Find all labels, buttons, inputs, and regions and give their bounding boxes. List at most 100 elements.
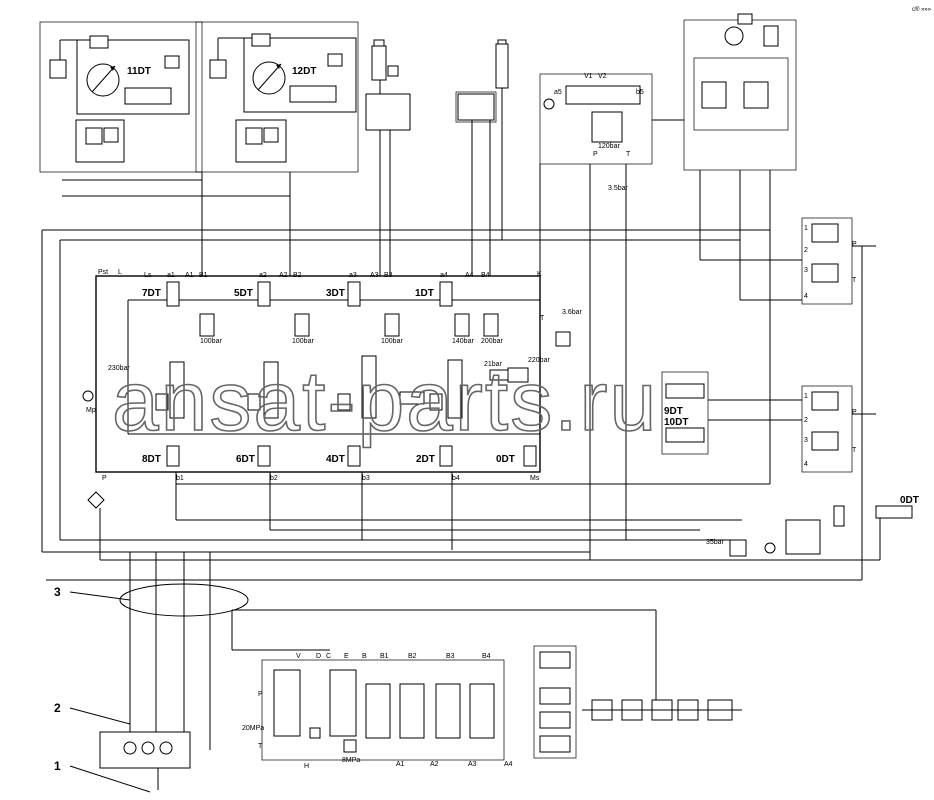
bottom-port-b3: B3 bbox=[446, 653, 455, 660]
lower-valve-0dt: 0DT bbox=[496, 445, 537, 467]
relief-120bar: 120bar bbox=[598, 143, 620, 150]
valve-label-4dt: 4DT bbox=[326, 454, 345, 465]
bottom-port-v: V bbox=[296, 653, 301, 660]
check-label-3-6bar: 3.6bar bbox=[562, 309, 583, 316]
bottom-port-b2: B2 bbox=[408, 653, 417, 660]
bottom-port-a3: A3 bbox=[468, 761, 477, 768]
valve-label-2dt: 2DT bbox=[416, 454, 435, 465]
top-right-valve-unit: V1 V2 a5 b5 120bar P T 3.5bar bbox=[539, 73, 653, 192]
bottom-cylinders bbox=[533, 645, 577, 759]
callout-2: 2 bbox=[54, 701, 61, 715]
side1-port-p: P bbox=[852, 241, 857, 248]
side2-port-3: 3 bbox=[804, 437, 808, 444]
port-b1-lower: b1 bbox=[176, 475, 184, 482]
label-p-top-right: P bbox=[593, 151, 598, 158]
valve-label-6dt: 6DT bbox=[236, 454, 255, 465]
port-a3: A3 bbox=[370, 272, 379, 279]
bottom-port-b: B bbox=[362, 653, 367, 660]
port-a1-lower: a1 bbox=[167, 272, 175, 279]
line-bundle-ellipse bbox=[119, 583, 249, 617]
side1-port-4: 4 bbox=[804, 293, 808, 300]
spool-sections bbox=[155, 355, 463, 419]
lower-valve-2dt: 2DT bbox=[416, 445, 453, 467]
valve-label-10dt: 10DT bbox=[664, 417, 688, 428]
bottom-port-e: E bbox=[344, 653, 349, 660]
side2-port-p: P bbox=[852, 409, 857, 416]
relief-label-1: 100bar bbox=[200, 338, 222, 345]
port-a4: A4 bbox=[465, 272, 474, 279]
lower-valve-4dt: 4DT bbox=[326, 445, 361, 467]
label-a5: a5 bbox=[554, 89, 562, 96]
port-b2-lower: b2 bbox=[270, 475, 278, 482]
bottom-label-20mpa: 20MPa bbox=[242, 725, 264, 732]
far-right-valve-label: 0DT bbox=[900, 495, 919, 506]
cylinder-right bbox=[455, 39, 509, 240]
pilot-label-21bar: 21bar bbox=[484, 361, 503, 368]
port-b4: B4 bbox=[481, 272, 490, 279]
main-valve-block bbox=[95, 275, 541, 473]
callouts: 1 2 3 bbox=[54, 585, 151, 793]
motor-assembly-11dt: 11DT bbox=[39, 21, 203, 173]
relief-label-2: 100bar bbox=[292, 338, 314, 345]
pilot-label-230bar: 230bar bbox=[108, 365, 130, 372]
bottom-port-a1: A1 bbox=[396, 761, 405, 768]
motor-label-12dt: 12DT bbox=[292, 66, 316, 77]
label-mp: Mp bbox=[86, 407, 96, 414]
bottom-valve-assembly: V D C E B B1 B2 B3 B4 H 8MPa A1 A2 A3 A4… bbox=[242, 653, 513, 770]
check-3-5bar: 3.5bar bbox=[608, 185, 629, 192]
watermark: ansat-parts.ru bbox=[112, 354, 658, 448]
bottom-port-a2: A2 bbox=[430, 761, 439, 768]
cylinder-left bbox=[365, 39, 411, 131]
valve-label-5dt: 5DT bbox=[234, 288, 253, 299]
upper-valve-1dt: 1DT bbox=[415, 281, 453, 307]
label-p-left: P bbox=[102, 475, 107, 482]
port-l: L bbox=[118, 269, 122, 276]
side2-port-2: 2 bbox=[804, 417, 808, 424]
side1-port-3: 3 bbox=[804, 267, 808, 274]
bottom-port-d: D bbox=[316, 653, 321, 660]
pump-unit-bottom-left bbox=[99, 731, 191, 790]
bottom-port-a4: A4 bbox=[504, 761, 513, 768]
port-b4-lower: b4 bbox=[452, 475, 460, 482]
corner-mark: c® »»» bbox=[912, 6, 932, 13]
side2-port-t: T bbox=[852, 447, 857, 454]
label-v1: V1 bbox=[584, 73, 593, 80]
port-b1: B1 bbox=[199, 272, 208, 279]
valve-label-8dt: 8DT bbox=[142, 454, 161, 465]
side-block-upper: 1 2 3 4 P T bbox=[801, 217, 857, 305]
bottom-side-p: P bbox=[258, 691, 263, 698]
bottom-port-c: C bbox=[326, 653, 331, 660]
port-a3-lower: a3 bbox=[349, 272, 357, 279]
bottom-port-b1: B1 bbox=[380, 653, 389, 660]
lower-valve-6dt: 6DT bbox=[236, 445, 271, 467]
motor-label-11dt: 11DT bbox=[127, 66, 151, 77]
label-v2: V2 bbox=[598, 73, 607, 80]
relief-label-3: 100bar bbox=[381, 338, 403, 345]
valve-label-7dt: 7DT bbox=[142, 288, 161, 299]
valve-label-9dt: 9DT bbox=[664, 406, 683, 417]
relief-valves-row: 100bar 100bar 100bar 140bar 200bar bbox=[199, 313, 503, 345]
port-t-main: T bbox=[540, 315, 545, 322]
port-a2: A2 bbox=[279, 272, 288, 279]
relief-label-4: 140bar bbox=[452, 338, 474, 345]
port-a1: A1 bbox=[185, 272, 194, 279]
label-b5: b5 bbox=[636, 89, 644, 96]
port-pst: Pst bbox=[98, 269, 108, 276]
lower-valve-8dt: 8DT bbox=[142, 445, 180, 467]
bottom-right-valves bbox=[582, 699, 742, 721]
valve-label-3dt: 3DT bbox=[326, 288, 345, 299]
upper-valve-5dt: 5DT bbox=[234, 281, 271, 307]
motor-assembly-12dt: 12DT bbox=[195, 21, 359, 173]
port-b2: B2 bbox=[293, 272, 302, 279]
bottom-port-b4: B4 bbox=[482, 653, 491, 660]
main-block-bottom-ports: b1 b2 b3 b4 Ms Mp P bbox=[82, 390, 540, 509]
upper-valve-3dt: 3DT bbox=[326, 281, 361, 307]
check-label-35bar: 35bar bbox=[706, 539, 725, 546]
side2-port-1: 1 bbox=[804, 393, 808, 400]
pilot-label-220bar: 220bar bbox=[528, 357, 550, 364]
port-ms: Ms bbox=[530, 475, 540, 482]
port-a4-lower: a4 bbox=[440, 272, 448, 279]
main-block-top-ports: Pst L Ls a1 A1 B1 a2 A2 B2 a3 A3 B3 a4 A… bbox=[98, 269, 542, 279]
callout-3: 3 bbox=[54, 585, 61, 599]
pump-unit-top-right bbox=[683, 13, 797, 171]
